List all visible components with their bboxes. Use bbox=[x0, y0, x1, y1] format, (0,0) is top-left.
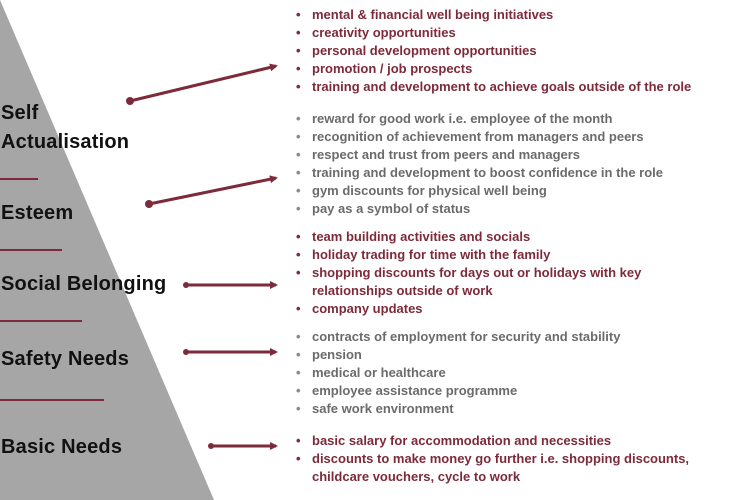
list-item: pay as a symbol of status bbox=[296, 200, 663, 218]
esteem-list: reward for good work i.e. employee of th… bbox=[296, 110, 663, 218]
level-label-esteem: Esteem bbox=[1, 199, 73, 228]
list-item: training and development to achieve goal… bbox=[296, 78, 691, 96]
list-item: creativity opportunities bbox=[296, 24, 691, 42]
list-item: personal development opportunities bbox=[296, 42, 691, 60]
arrow-esteem bbox=[145, 175, 278, 208]
list-item: employee assistance programme bbox=[296, 382, 620, 400]
list-item: mental & financial well being initiative… bbox=[296, 6, 691, 24]
level-label-safety-needs: Safety Needs bbox=[1, 345, 129, 374]
list-item: pension bbox=[296, 346, 620, 364]
list-item: medical or healthcare bbox=[296, 364, 620, 382]
arrow-social-belonging bbox=[183, 281, 278, 289]
arrow-self-actualisation bbox=[126, 63, 278, 105]
list-item: team building activities and socials bbox=[296, 228, 641, 246]
list-item: safe work environment bbox=[296, 400, 620, 418]
level-label-line: Self bbox=[1, 102, 39, 124]
level-divider bbox=[0, 249, 62, 251]
level-divider bbox=[0, 320, 82, 322]
level-label-line: Actualisation bbox=[1, 131, 130, 153]
level-label-basic-needs: Basic Needs bbox=[1, 433, 122, 462]
level-label-social-belonging: Social Belonging bbox=[1, 270, 166, 299]
list-item: reward for good work i.e. employee of th… bbox=[296, 110, 663, 128]
list-item: recognition of achievement from managers… bbox=[296, 128, 663, 146]
level-label-self-actualisation: Self Actualisation bbox=[1, 99, 129, 157]
level-divider bbox=[0, 399, 104, 401]
social-belonging-list: team building activities and socials hol… bbox=[296, 228, 641, 318]
list-item-continuation: childcare vouchers, cycle to work bbox=[312, 469, 521, 484]
list-item: gym discounts for physical well being bbox=[296, 182, 663, 200]
list-item: shopping discounts for days out or holid… bbox=[296, 264, 641, 282]
list-item: discounts to make money go further i.e. … bbox=[296, 450, 689, 468]
level-label-line: Esteem bbox=[1, 202, 74, 224]
safety-needs-list: contracts of employment for security and… bbox=[296, 328, 620, 418]
list-item: company updates bbox=[296, 300, 641, 318]
list-item: training and development to boost confid… bbox=[296, 164, 663, 182]
arrow-safety-needs bbox=[183, 348, 278, 356]
list-item: holiday trading for time with the family bbox=[296, 246, 641, 264]
level-divider bbox=[0, 178, 38, 180]
self-actualisation-list: mental & financial well being initiative… bbox=[296, 6, 691, 96]
pyramid-triangle bbox=[0, 0, 214, 500]
basic-needs-list: basic salary for accommodation and neces… bbox=[296, 432, 689, 486]
list-item: promotion / job prospects bbox=[296, 60, 691, 78]
list-item: basic salary for accommodation and neces… bbox=[296, 432, 689, 450]
list-item-continuation: relationships outside of work bbox=[312, 283, 493, 298]
level-label-line: Basic Needs bbox=[1, 436, 123, 458]
list-item: respect and trust from peers and manager… bbox=[296, 146, 663, 164]
level-label-line: Social Belonging bbox=[1, 273, 167, 295]
level-label-line: Safety Needs bbox=[1, 348, 130, 370]
list-item: contracts of employment for security and… bbox=[296, 328, 620, 346]
arrow-basic-needs bbox=[208, 442, 278, 450]
